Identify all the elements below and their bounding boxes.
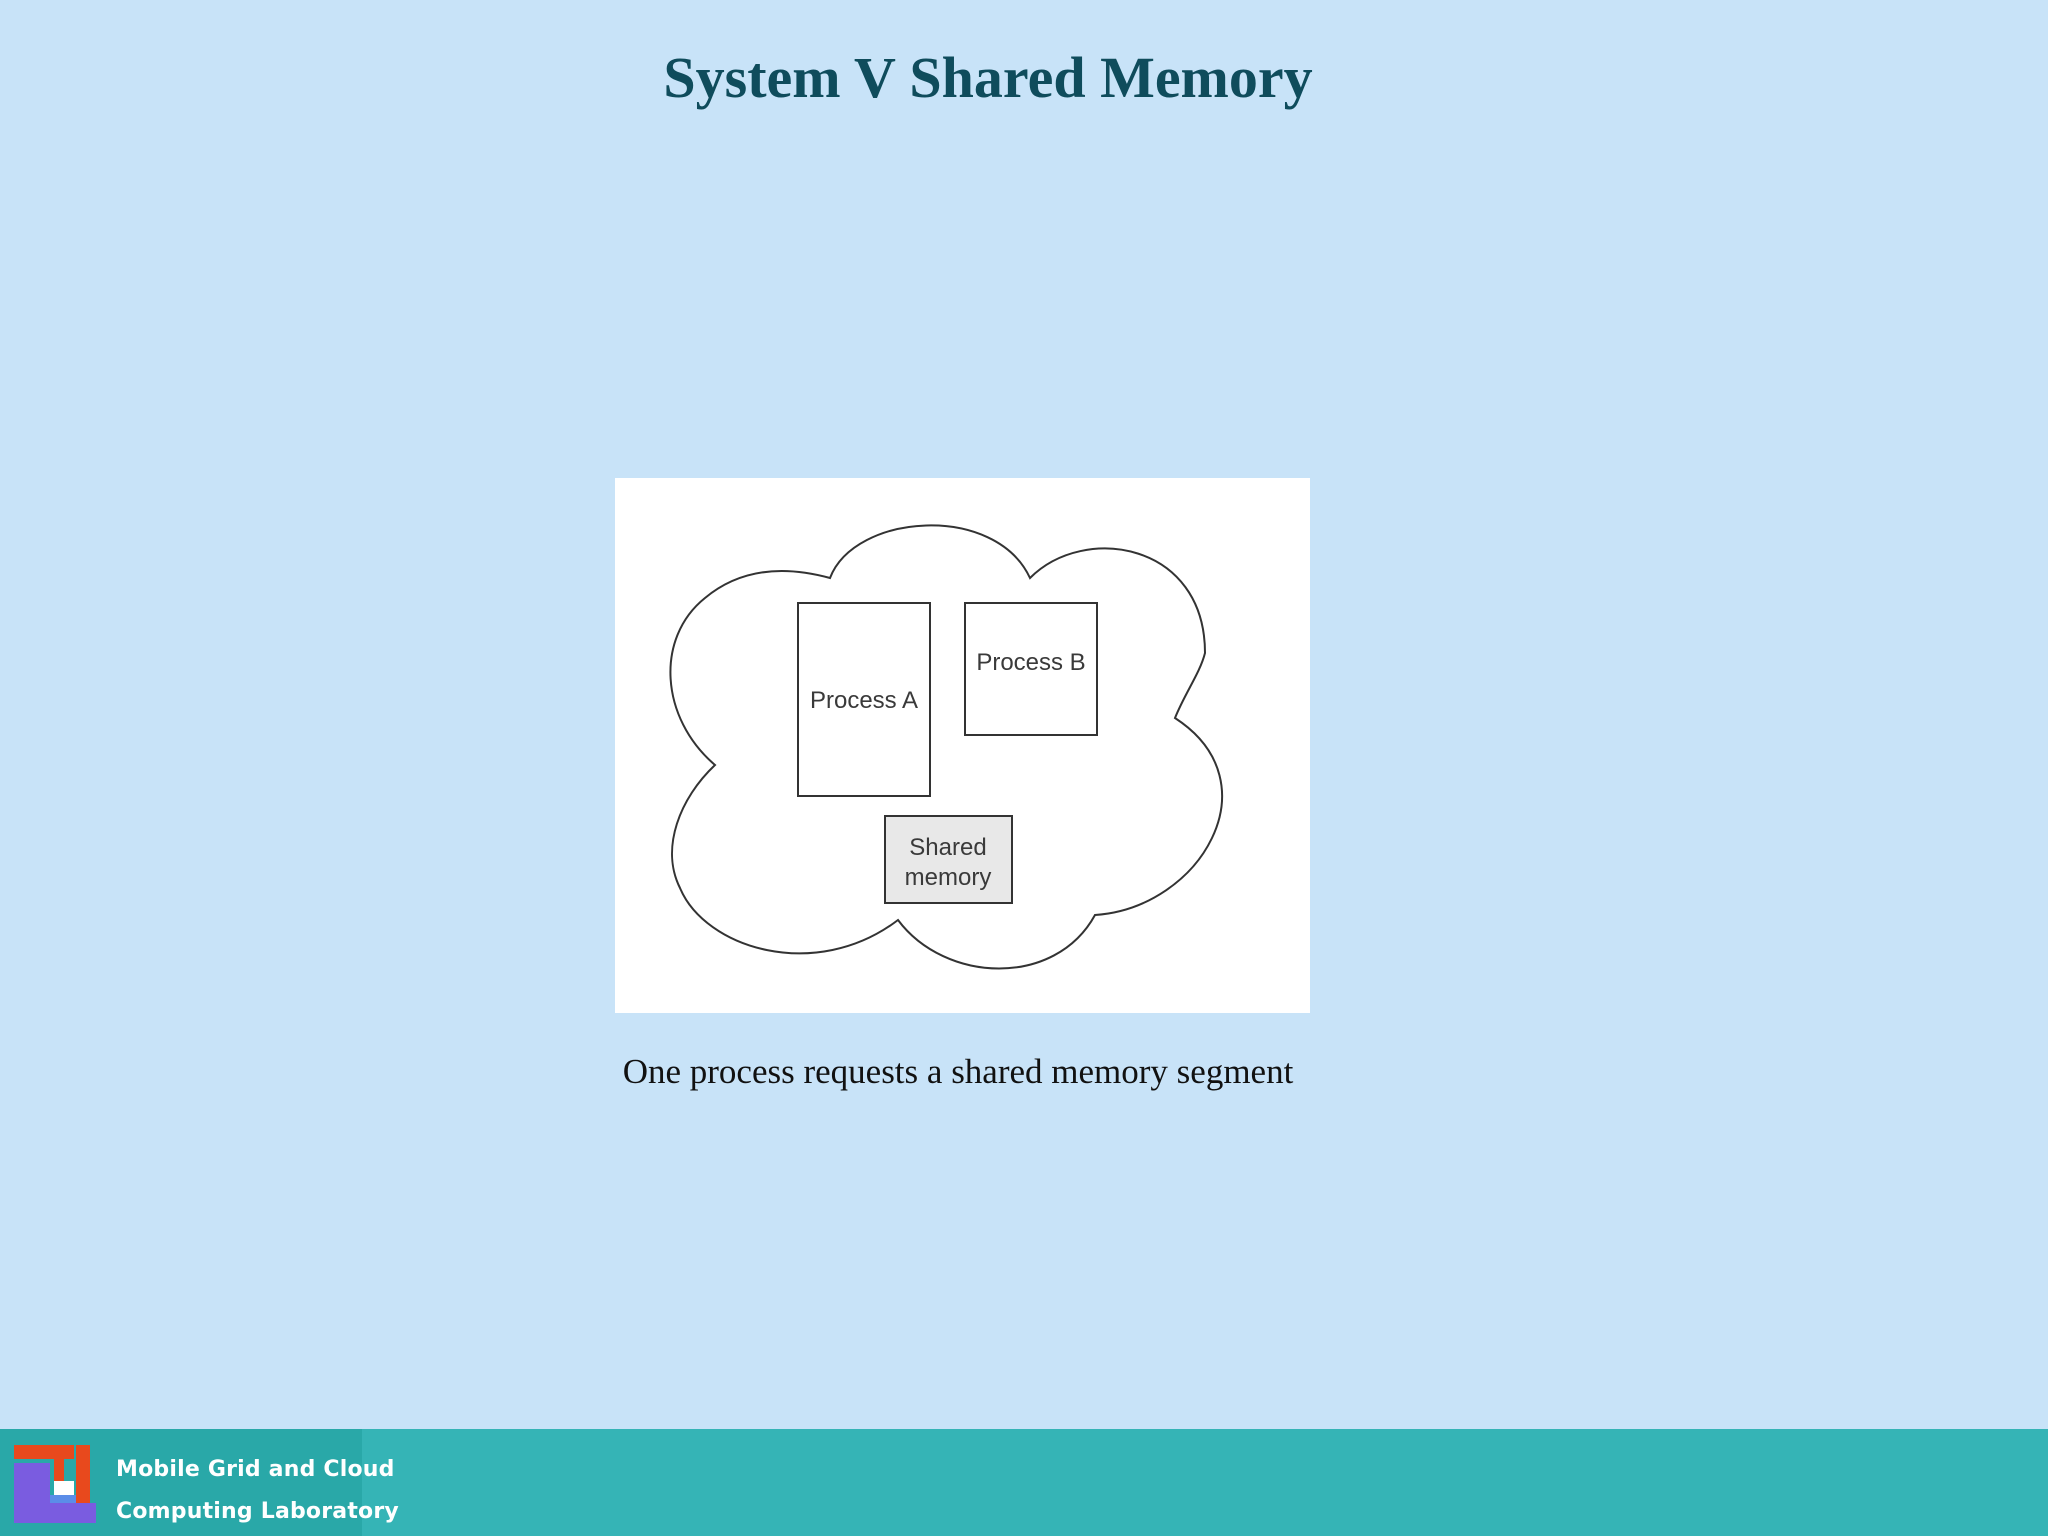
slide-title: System V Shared Memory — [663, 45, 1313, 110]
lab-name: Mobile Grid and Cloud Computing Laborato… — [116, 1449, 399, 1533]
diagram-canvas: Process A Process B Shared memory — [669, 524, 1223, 970]
shared-memory-diagram: Process A Process B Shared memory — [615, 478, 1310, 1013]
process-b-label: Process B — [976, 649, 1085, 676]
footer-bar: Mobile Grid and Cloud Computing Laborato… — [0, 1429, 2048, 1536]
process-b-box: Process B — [964, 602, 1098, 736]
lab-name-line2: Computing Laboratory — [116, 1499, 399, 1524]
process-a-label: Process A — [810, 687, 918, 714]
process-a-box: Process A — [797, 602, 931, 797]
lab-name-line1: Mobile Grid and Cloud — [116, 1457, 395, 1482]
lab-badge: Mobile Grid and Cloud Computing Laborato… — [0, 1429, 399, 1536]
shared-memory-box: Shared memory — [884, 815, 1013, 904]
shared-memory-label-line1: Shared — [909, 834, 986, 861]
shared-memory-label-line2: memory — [905, 864, 992, 891]
figure-caption: One process requests a shared memory seg… — [622, 1052, 1294, 1091]
lab-logo-icon — [14, 1445, 96, 1523]
